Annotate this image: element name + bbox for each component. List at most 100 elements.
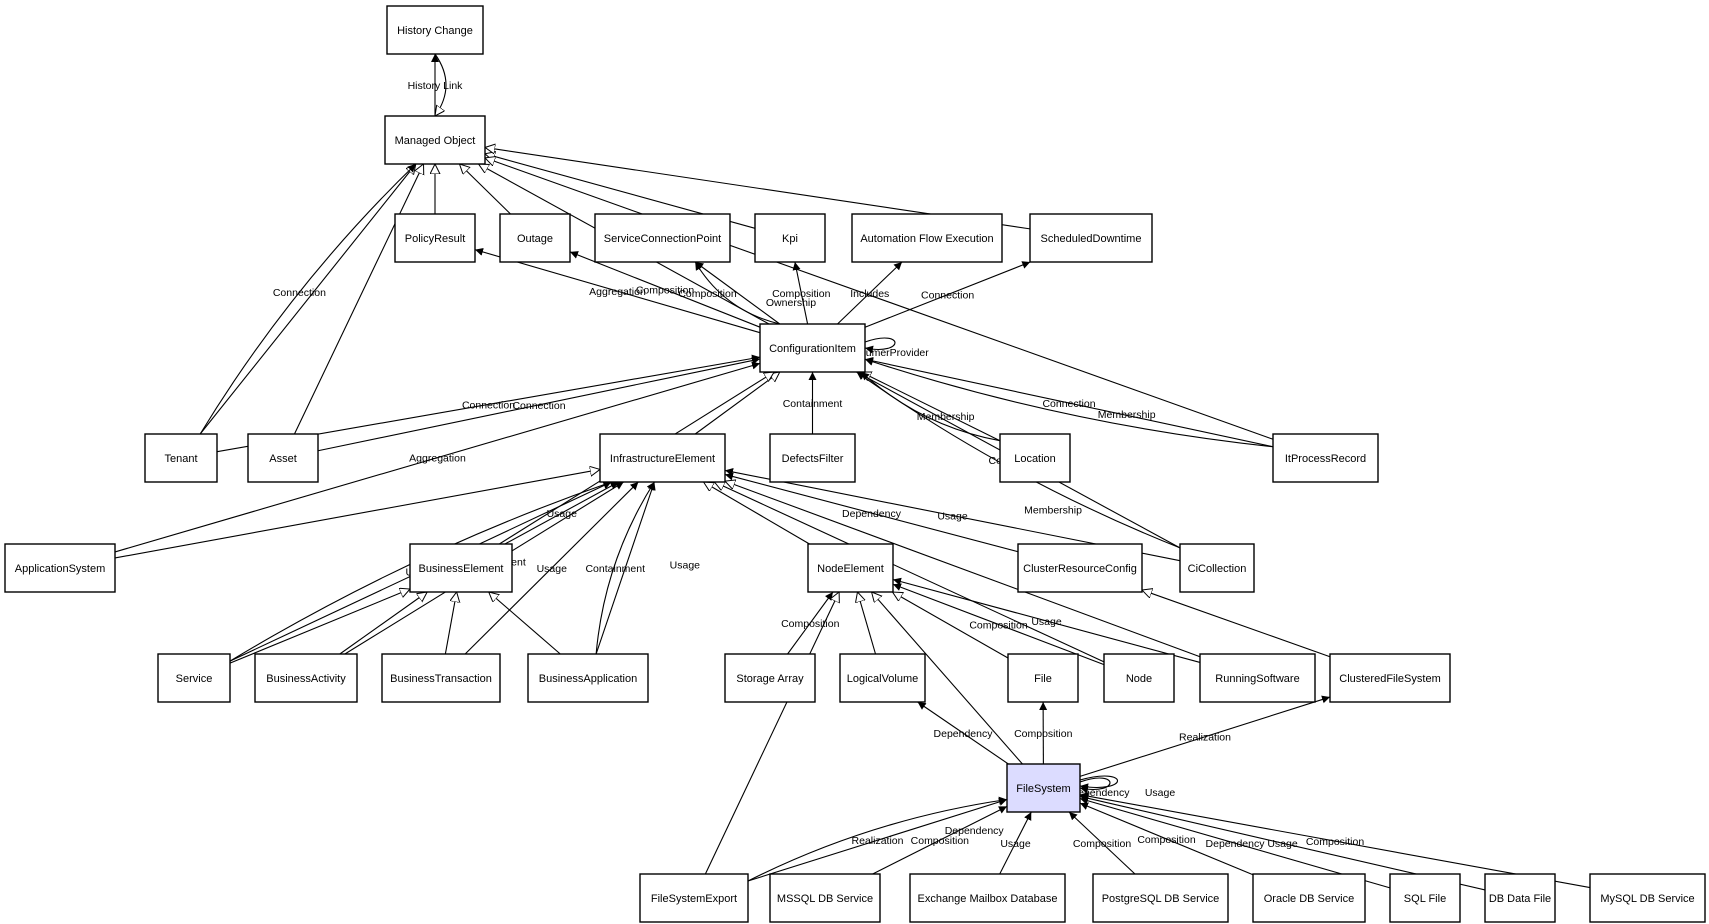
node-bact[interactable]: BusinessActivity (254, 653, 358, 703)
node-appsys[interactable]: ApplicationSystem (4, 543, 116, 593)
node-tenant[interactable]: Tenant (144, 433, 218, 483)
edge-line (694, 372, 780, 435)
node-label: MySQL DB Service (1600, 893, 1694, 905)
node-file[interactable]: File (1007, 653, 1079, 703)
node-itpr[interactable]: ItProcessRecord (1272, 433, 1379, 483)
edge-label: Membership (917, 411, 975, 423)
node-sqlfile[interactable]: SQL File (1389, 873, 1461, 923)
edge-line (595, 481, 655, 655)
node-node[interactable]: Node (1103, 653, 1175, 703)
edge-crc-to-infra (724, 472, 1019, 553)
node-infra[interactable]: InfrastructureElement (599, 433, 726, 483)
node-afe[interactable]: Automation Flow Execution (851, 213, 1003, 263)
edge-label: Containment (783, 398, 843, 410)
node-oracle[interactable]: Oracle DB Service (1252, 873, 1366, 923)
node-label: FileSystemExport (651, 893, 737, 905)
edge-line (317, 356, 761, 452)
node-box (594, 213, 731, 263)
node-cfs[interactable]: ClusteredFileSystem (1329, 653, 1451, 703)
edge-ci-to-scp (694, 261, 781, 325)
edge-service-to-belem (229, 589, 410, 664)
node-box (769, 433, 856, 483)
edge-line (435, 53, 447, 116)
edge-line (714, 482, 1105, 663)
node-crc[interactable]: ClusterResourceConfig (1017, 543, 1143, 593)
node-box (1029, 213, 1153, 263)
edge-line (864, 337, 896, 354)
edge-line (569, 251, 761, 328)
node-label: PolicyResult (405, 233, 466, 245)
node-label: Automation Flow Execution (860, 233, 993, 245)
node-exch[interactable]: Exchange Mailbox Database (909, 873, 1066, 923)
edge-outage-to-managed_object (459, 164, 511, 215)
node-fs[interactable]: FileSystem (1006, 763, 1081, 813)
node-box (1006, 763, 1081, 813)
node-fse[interactable]: FileSystemExport (639, 873, 749, 923)
edge-line (864, 357, 1274, 448)
node-label: BusinessTransaction (390, 673, 492, 685)
edge-line (485, 158, 1274, 440)
node-dbdata[interactable]: DB Data File (1484, 873, 1556, 923)
edge-line (747, 796, 1008, 882)
node-kpi[interactable]: Kpi (754, 213, 826, 263)
node-service[interactable]: Service (157, 653, 231, 703)
edge-line (694, 261, 780, 325)
node-label: DB Data File (1489, 893, 1551, 905)
edge-line (489, 592, 561, 655)
node-nodeelem[interactable]: NodeElement (807, 543, 894, 593)
node-storage[interactable]: Storage Array (724, 653, 816, 703)
node-cicoll[interactable]: CiCollection (1179, 543, 1255, 593)
node-label: ApplicationSystem (15, 563, 106, 575)
edge-line (747, 798, 1008, 882)
edge-location-to-ci (861, 372, 1001, 442)
edge-label: Usage (670, 559, 701, 571)
edge-btx-to-infra (464, 481, 639, 655)
edge-line (1079, 802, 1254, 876)
node-mssql[interactable]: MSSQL DB Service (769, 873, 881, 923)
edge-line (704, 592, 839, 875)
edge-line (199, 164, 416, 435)
node-ci[interactable]: ConfigurationItem (759, 323, 866, 373)
node-history-change[interactable]: History Change (386, 5, 484, 55)
edge-bapp-to-infra (595, 481, 656, 655)
node-managed-object[interactable]: Managed Object (384, 115, 486, 165)
node-box (1589, 873, 1706, 923)
node-pgsql[interactable]: PostgreSQL DB Service (1092, 873, 1229, 923)
node-policy-result[interactable]: PolicyResult (394, 213, 476, 263)
edge-itpr-to-managed_object (485, 158, 1274, 440)
node-label: SQL File (1404, 893, 1446, 905)
edge-fse-to-fs (747, 796, 1008, 882)
node-outage[interactable]: Outage (499, 213, 571, 263)
edge-line (724, 472, 1019, 553)
node-box (807, 543, 894, 593)
node-label: Storage Array (736, 673, 804, 685)
node-label: InfrastructureElement (610, 453, 715, 465)
node-sched[interactable]: ScheduledDowntime (1029, 213, 1153, 263)
node-belem[interactable]: BusinessElement (409, 543, 513, 593)
edge-mssql-to-fs (872, 805, 1008, 875)
node-box (909, 873, 1066, 923)
node-label: BusinessApplication (539, 673, 637, 685)
edge-label: Connection (1042, 398, 1095, 410)
edge-appsys-to-infra (114, 469, 600, 559)
node-box (639, 873, 749, 923)
node-location[interactable]: Location (999, 433, 1071, 483)
node-label: Tenant (164, 453, 197, 465)
node-btx[interactable]: BusinessTransaction (381, 653, 501, 703)
edge-line (459, 164, 511, 215)
node-lvol[interactable]: LogicalVolume (839, 653, 926, 703)
node-label: PostgreSQL DB Service (1102, 893, 1220, 905)
node-defects[interactable]: DefectsFilter (769, 433, 856, 483)
edge-label: Composition (1014, 728, 1073, 740)
edge-label: Connection (462, 399, 515, 411)
node-box (1199, 653, 1316, 703)
edge-fs-to-cfs (1079, 695, 1331, 777)
node-rsw[interactable]: RunningSoftware (1199, 653, 1316, 703)
node-asset[interactable]: Asset (247, 433, 319, 483)
node-scp[interactable]: ServiceConnectionPoint (594, 213, 731, 263)
edge-lvol-to-nodeelem (857, 592, 877, 655)
node-mysql[interactable]: MySQL DB Service (1589, 873, 1706, 923)
node-bapp[interactable]: BusinessApplication (527, 653, 649, 703)
